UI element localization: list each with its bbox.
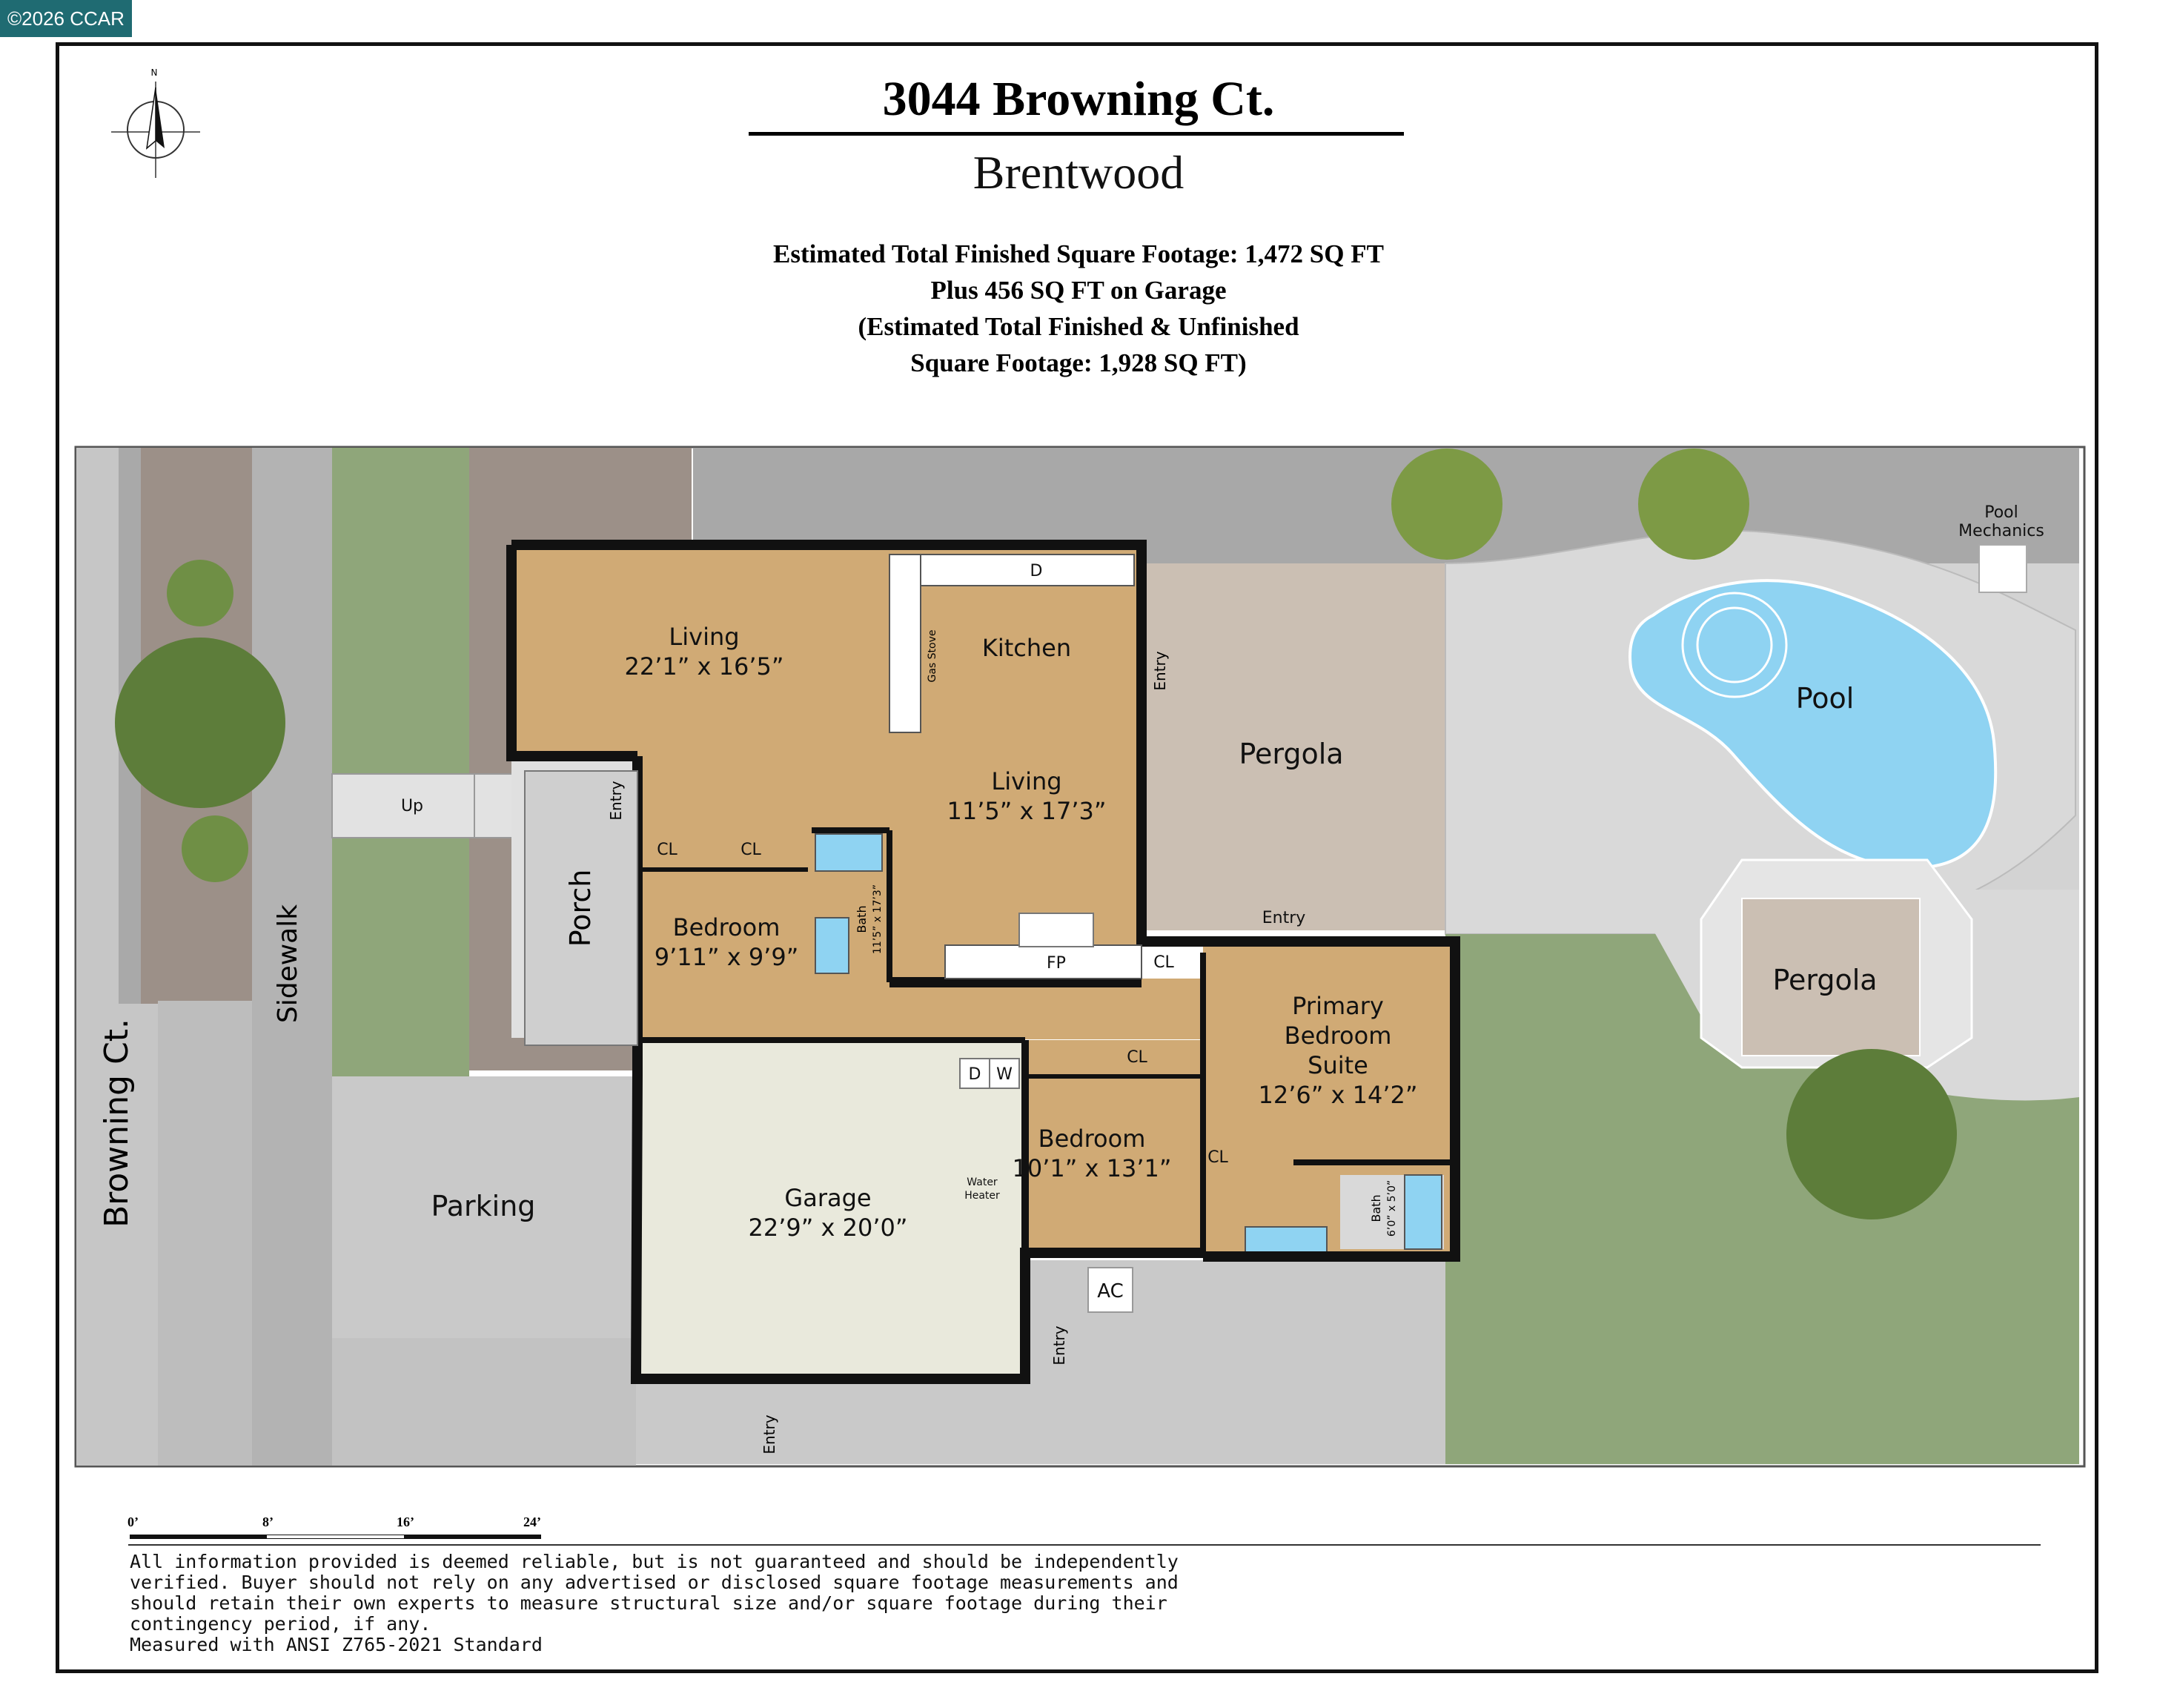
bath-1-label: Bath [855,905,869,933]
garage-room [636,1040,1025,1374]
entry-label: Entry [1262,909,1306,927]
sqft-line: Plus 456 SQ FT on Garage [930,276,1227,305]
living-1-dimensions: 22’1” x 16’5” [625,652,784,681]
front-lawn [332,448,469,774]
entry-label: Entry [607,781,625,820]
footer-rule [128,1544,2041,1546]
compass-icon: N [111,67,200,178]
primary-label-line3: Suite [1308,1051,1368,1079]
pergola-2 [1741,898,1921,1056]
copyright-badge: ©2026 CCAR [0,0,132,37]
dryer-label: D [969,1065,981,1084]
primary-dimensions: 12’6” x 14’2” [1259,1081,1418,1109]
sidewalk-label: Sidewalk [273,904,303,1023]
pool [1628,579,1998,870]
bath-1-dimensions: 11’5” x 17’3” [872,884,884,954]
scale-label: 0’ [127,1515,139,1529]
primary-label-line1: Primary [1292,992,1384,1020]
tree [115,638,285,808]
tree [182,815,248,882]
title-underline [749,132,1404,136]
bedroom-1-label: Bedroom [673,913,781,941]
tree [167,560,233,626]
disclaimer-line: All information provided is deemed relia… [130,1551,1179,1572]
living-2-dimensions: 11’5” x 17’3” [947,797,1107,825]
living-1-label: Living [669,623,739,651]
up-label: Up [401,797,423,815]
scale-label: 24’ [523,1515,541,1529]
entry-label: Entry [1050,1325,1068,1365]
water-heater-line2: Heater [964,1190,1000,1202]
kitchen-label: Kitchen [982,634,1071,662]
garage-label: Garage [784,1184,871,1212]
pool-label: Pool [1796,682,1855,715]
bath-2-label: Bath [1369,1194,1383,1222]
closet-label: CL [1207,1148,1228,1167]
ac-label: AC [1097,1280,1123,1302]
living-2-label: Living [991,767,1061,795]
square-footage-summary: Estimated Total Finished Square Footage:… [0,236,2157,381]
scale-label: 16’ [397,1515,414,1529]
sqft-line: Estimated Total Finished Square Footage:… [773,239,1384,268]
fireplace-label: FP [1047,954,1066,973]
porch-label: Porch [564,870,597,947]
scale-bar [130,1535,541,1539]
disclaimer-line: Measured with ANSI Z765-2021 Standard [130,1634,543,1655]
washer-label: W [996,1065,1013,1084]
closet-label: CL [657,841,677,859]
city-subtitle: Brentwood [973,146,1184,199]
pool-mechanics-pad [1978,544,2027,593]
sidewalk [252,448,332,1466]
closet-label: CL [740,841,761,859]
pergola-1-label: Pergola [1239,738,1343,770]
ac-unit [1087,1267,1133,1313]
disclaimer-line: should retain their own experts to measu… [130,1592,1167,1614]
pool-mechanics-line2: Mechanics [1958,522,2044,540]
tree [1638,448,1749,560]
walkway [331,773,526,838]
page-frame [56,42,2098,1673]
north-label: N [151,67,158,78]
sqft-line: Square Footage: 1,928 SQ FT) [910,348,1247,377]
bedroom-2-dimensions: 10’1” x 13’1” [1013,1154,1172,1182]
entry-label: Entry [761,1414,778,1454]
bath-2-dimensions: 6’0” x 5’0” [1386,1180,1398,1237]
street-label: Browning Ct. [98,1019,136,1228]
bedroom-1-dimensions: 9’11” x 9’9” [655,943,799,971]
primary-label-line2: Bedroom [1285,1022,1392,1050]
pergola-2-label: Pergola [1772,964,1877,996]
bedroom-2-label: Bedroom [1038,1125,1146,1153]
disclaimer-line: verified. Buyer should not rely on any a… [130,1572,1179,1593]
page-title: 3044 Browning Ct. [882,72,1275,126]
tree [1786,1049,1957,1219]
scale-label: 8’ [262,1515,274,1529]
porch [524,770,638,1046]
pool-mechanics-line1: Pool [1984,503,2018,522]
closet-label: CL [1127,1048,1147,1067]
disclaimer: All information provided is deemed relia… [130,1552,1242,1655]
disclaimer-line: contingency period, if any. [130,1613,431,1635]
dryer-label: D [1030,562,1043,580]
gas-stove-label: Gas Stove [927,629,938,682]
entry-label: Entry [1151,651,1169,690]
pergola-1 [1142,563,1445,930]
closet-label: CL [1153,953,1174,972]
tree [1391,448,1502,560]
parking-label: Parking [431,1190,536,1222]
garage-dimensions: 22’9” x 20’0” [749,1214,908,1242]
sqft-line: (Estimated Total Finished & Unfinished [858,312,1299,341]
water-heater-line1: Water [967,1176,998,1188]
